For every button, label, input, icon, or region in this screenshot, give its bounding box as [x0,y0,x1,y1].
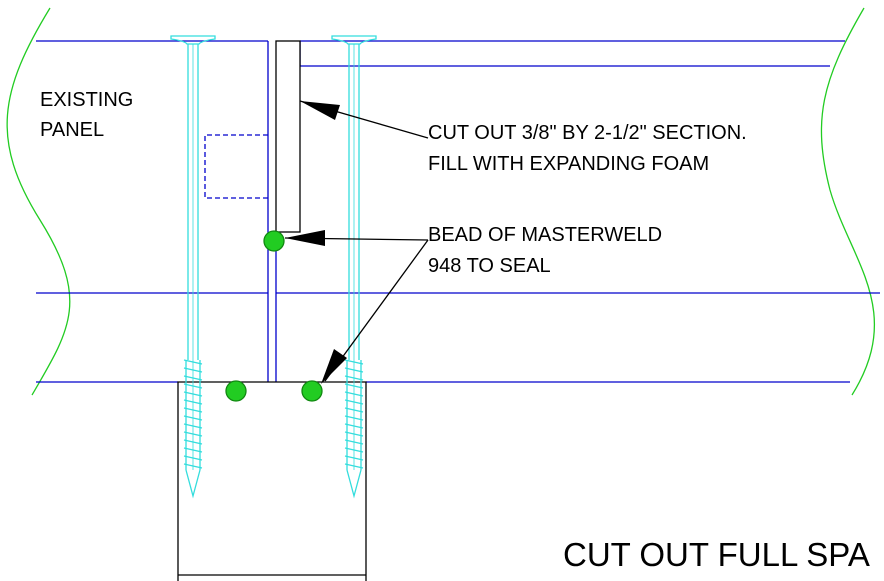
support-member [177,381,367,581]
dashed-tongue-profile [204,134,268,199]
screw-thread [183,359,203,469]
sealant-bead-bottom-right [301,380,323,402]
right-break-line [820,7,876,396]
screw-tip [346,469,362,499]
left-break-line [6,7,71,396]
cutout-note-line2: FILL WITH EXPANDING FOAM [428,153,709,175]
bead-leader-arrowhead-top [285,230,325,246]
bead-note-line2: 948 TO SEAL [428,255,551,277]
screw-head [331,35,377,45]
cutout-note-line1: CUT OUT 3/8" BY 2-1/2" SECTION. [428,122,747,144]
sealant-bead-top [263,230,285,252]
bead-leader [284,237,429,382]
cutout-section [275,40,301,233]
screw-tip [185,469,201,499]
existing-panel-label-line1: EXISTING [40,89,133,111]
bead-leader-arrowhead-bottom [321,349,347,384]
existing-panel-label-line2: PANEL [40,119,104,141]
cutout-leader-arrowhead [300,101,340,120]
bead-note-line1: BEAD OF MASTERWELD [428,224,662,246]
existing-panel-lines [36,40,268,383]
sealant-bead-bottom-left [225,380,247,402]
fastener-screw-right [331,35,377,499]
fastener-screw-left [170,35,216,499]
bottom-title: CUT OUT FULL SPA [563,536,870,573]
new-panel-lines [276,40,880,383]
screw-head [170,35,216,45]
screw-thread [344,359,364,469]
